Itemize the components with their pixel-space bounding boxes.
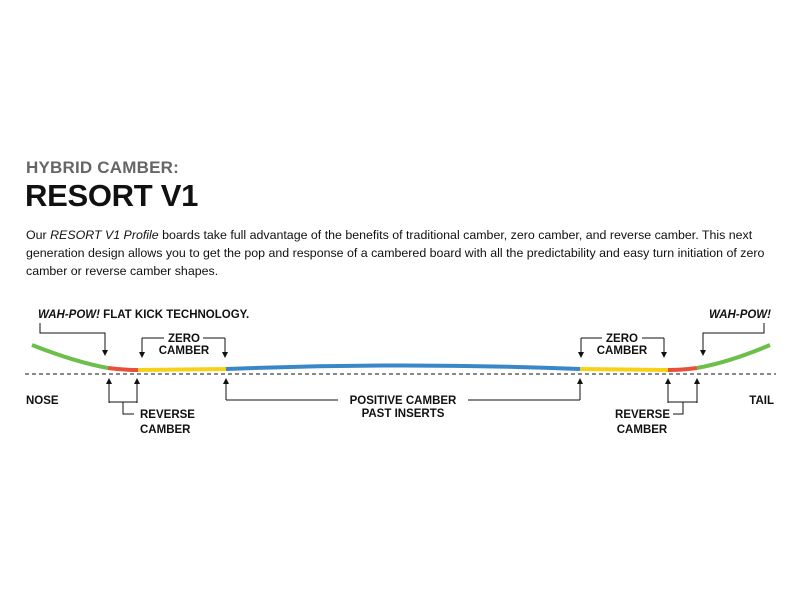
zero-left-label-2: CAMBER <box>159 345 210 357</box>
tail-kick-segment <box>696 343 771 370</box>
reverse-right-label-2: CAMBER <box>617 424 668 436</box>
reverse-right-label-1: REVERSE <box>615 409 670 421</box>
wahpow-right-label: WAH-POW! <box>709 309 771 321</box>
reverse-right-bracket <box>668 401 697 415</box>
wahpow-right-leader <box>700 323 765 356</box>
nose-zero-segment <box>137 367 227 372</box>
wahpow-left-label: WAH-POW! FLAT KICK TECHNOLOGY. <box>38 309 249 321</box>
nose-kick-segment <box>31 343 109 370</box>
positive-label-1: POSITIVE CAMBER <box>350 395 457 407</box>
nose-label: NOSE <box>26 395 59 407</box>
profile-description: Our RESORT V1 Profile boards take full a… <box>26 226 786 280</box>
tail-reverse-segment <box>667 366 698 372</box>
positive-label-2: PAST INSERTS <box>362 408 445 420</box>
desc-product: RESORT V1 Profile <box>50 228 159 242</box>
nose-reverse-segment <box>107 366 139 372</box>
reverse-left-bracket <box>109 401 137 415</box>
reverse-left-label-1: REVERSE <box>140 409 195 421</box>
profile-category: HYBRID CAMBER: <box>26 158 179 177</box>
positive-camber-segment <box>225 363 581 371</box>
zero-right-label-2: CAMBER <box>597 345 648 357</box>
reverse-left-label-2: CAMBER <box>140 424 191 436</box>
tail-label: TAIL <box>749 395 774 407</box>
desc-prefix: Our <box>26 228 51 242</box>
page-title: RESORT V1 <box>25 178 199 213</box>
wahpow-left-leader <box>39 323 108 356</box>
zero-left-label-1: ZERO <box>168 333 200 345</box>
desc-body: boards take full advantage of the benefi… <box>26 228 765 278</box>
tail-zero-segment <box>579 367 669 372</box>
zero-right-label-1: ZERO <box>606 333 638 345</box>
